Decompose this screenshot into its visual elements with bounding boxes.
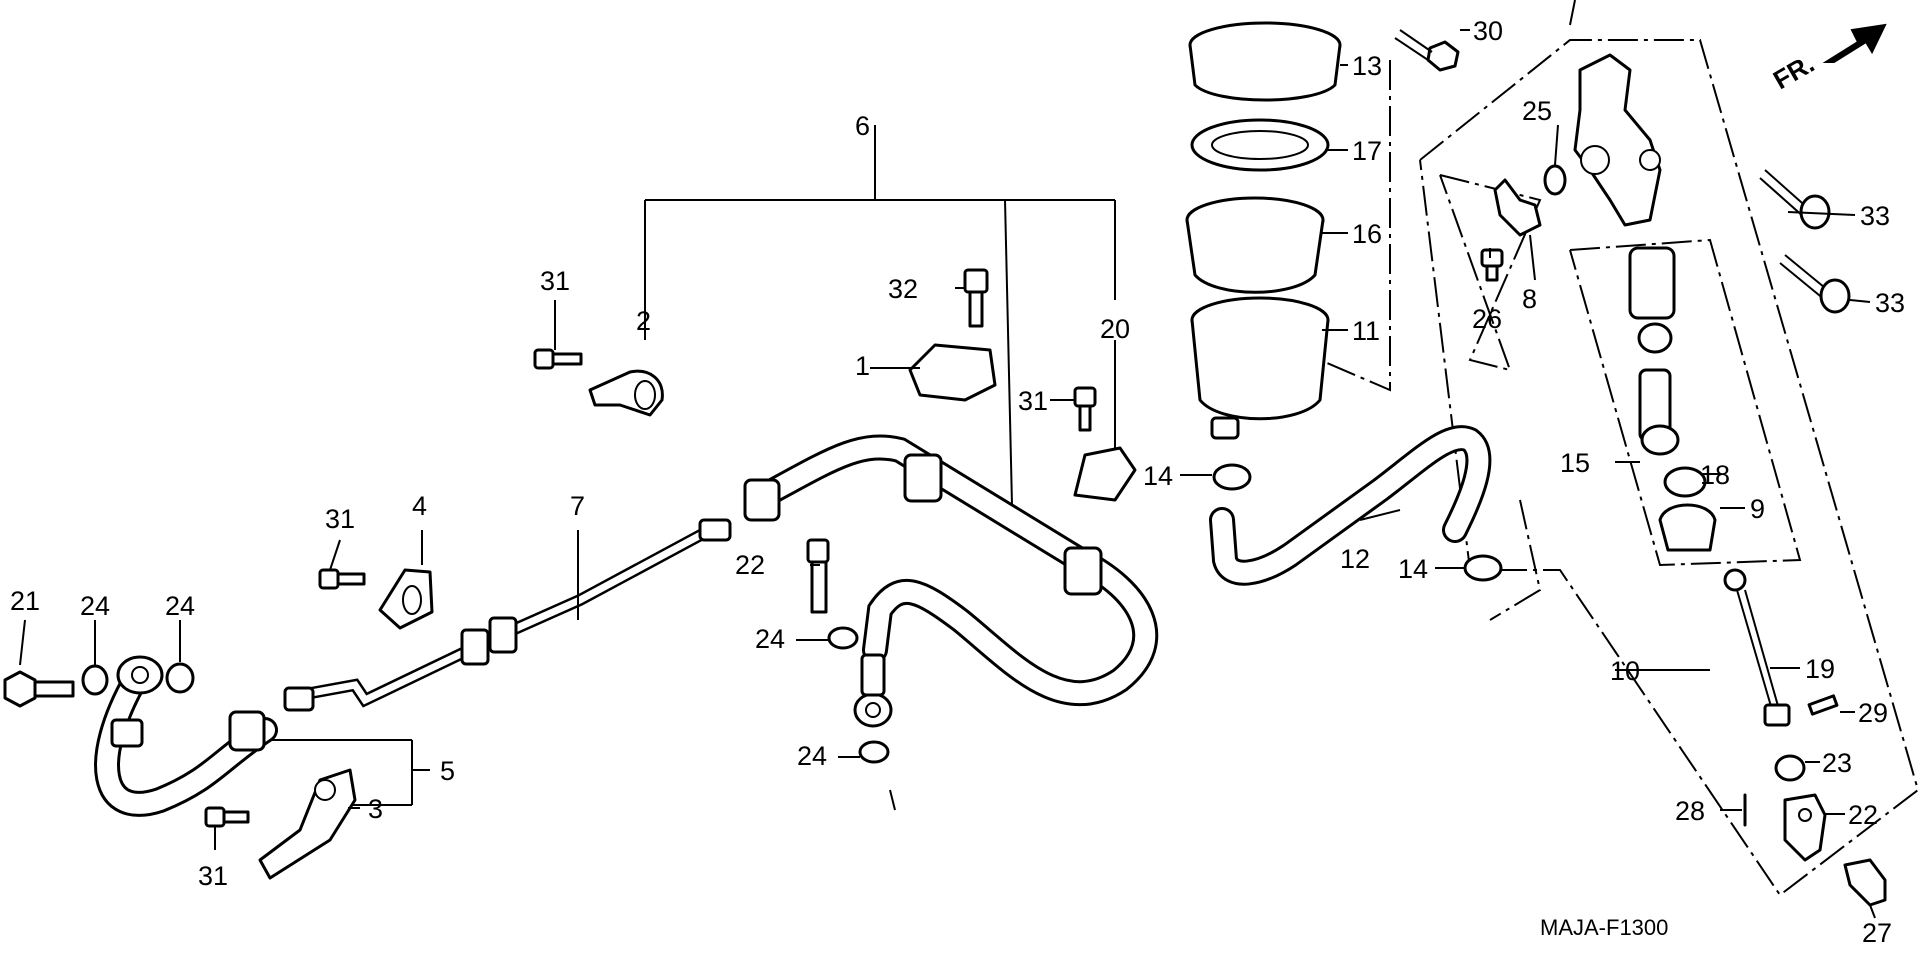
callout-29: 27 [1862, 918, 1892, 948]
callout-4: 4 [412, 491, 427, 521]
callout-33-lower: 33 [1875, 288, 1905, 318]
front-direction-arrow-icon [1822, 23, 1887, 63]
callout-19: 18 [1700, 460, 1730, 490]
callout-6: 6 [855, 111, 870, 141]
callout-9: 9 [1750, 494, 1765, 524]
callout-10: 10 [1610, 656, 1640, 686]
callout-7: 7 [570, 491, 585, 521]
callout-17: 16 [1352, 219, 1382, 249]
callout-16: 19 [1805, 654, 1835, 684]
callout-31-mid: 31 [325, 504, 355, 534]
front-direction-label: FR. [1768, 48, 1819, 95]
callout-14-lower: 14 [1398, 554, 1428, 584]
callout-33-upper: 33 [1860, 201, 1890, 231]
callout-8: 8 [1522, 284, 1537, 314]
callout-labels: 6 31 2 32 1 20 31 31 4 7 21 24 24 22 24 … [10, 16, 1905, 948]
callout-30: 30 [1473, 16, 1503, 46]
diagram-code: MAJA-F1300 [1540, 915, 1668, 940]
callout-15: 15 [1560, 448, 1590, 478]
callout-24-b: 24 [165, 591, 195, 621]
callout-25: 25 [1522, 96, 1552, 126]
callout-18: 17 [1352, 136, 1382, 166]
callout-2: 2 [636, 306, 651, 336]
callout-3: 3 [368, 794, 383, 824]
callout-27: 28 [1675, 796, 1705, 826]
callout-23: 23 [1822, 748, 1852, 778]
callout-28: 29 [1858, 698, 1888, 728]
callout-1: 1 [855, 351, 870, 381]
small-parts [3, 268, 1137, 880]
reservoir-hose [1209, 425, 1503, 586]
master-cylinder [1480, 53, 1887, 907]
group-10-15-brackets [1615, 461, 1710, 671]
callout-31-bottom: 31 [198, 861, 228, 891]
callout-12: 12 [1340, 544, 1370, 574]
front-direction-indicator: FR. [1768, 23, 1887, 95]
group-6-bracket [644, 125, 1116, 506]
callout-31-right: 31 [1018, 386, 1048, 416]
rear-brake-hose [743, 434, 1159, 728]
callout-32: 32 [888, 274, 918, 304]
callout-13: 13 [1352, 51, 1382, 81]
reservoir-assembly [1185, 21, 1460, 440]
lower-brake-hose [94, 655, 278, 817]
callout-24-d: 24 [797, 741, 827, 771]
callout-14-upper: 14 [1143, 461, 1173, 491]
brake-pipe [283, 518, 732, 712]
callout-26: 26 [1472, 304, 1502, 334]
leader-lines [19, 29, 1876, 919]
callout-11: 11 [1352, 316, 1380, 346]
callout-24-a: 24 [80, 591, 110, 621]
callout-22-left: 21 [10, 586, 40, 616]
callout-22-centre: 22 [735, 550, 765, 580]
callout-20: 22 [1848, 800, 1878, 830]
callout-24-c: 24 [755, 624, 785, 654]
callout-5: 5 [440, 756, 455, 786]
callout-31: 31 [540, 266, 570, 296]
callout-21: 20 [1100, 314, 1130, 344]
